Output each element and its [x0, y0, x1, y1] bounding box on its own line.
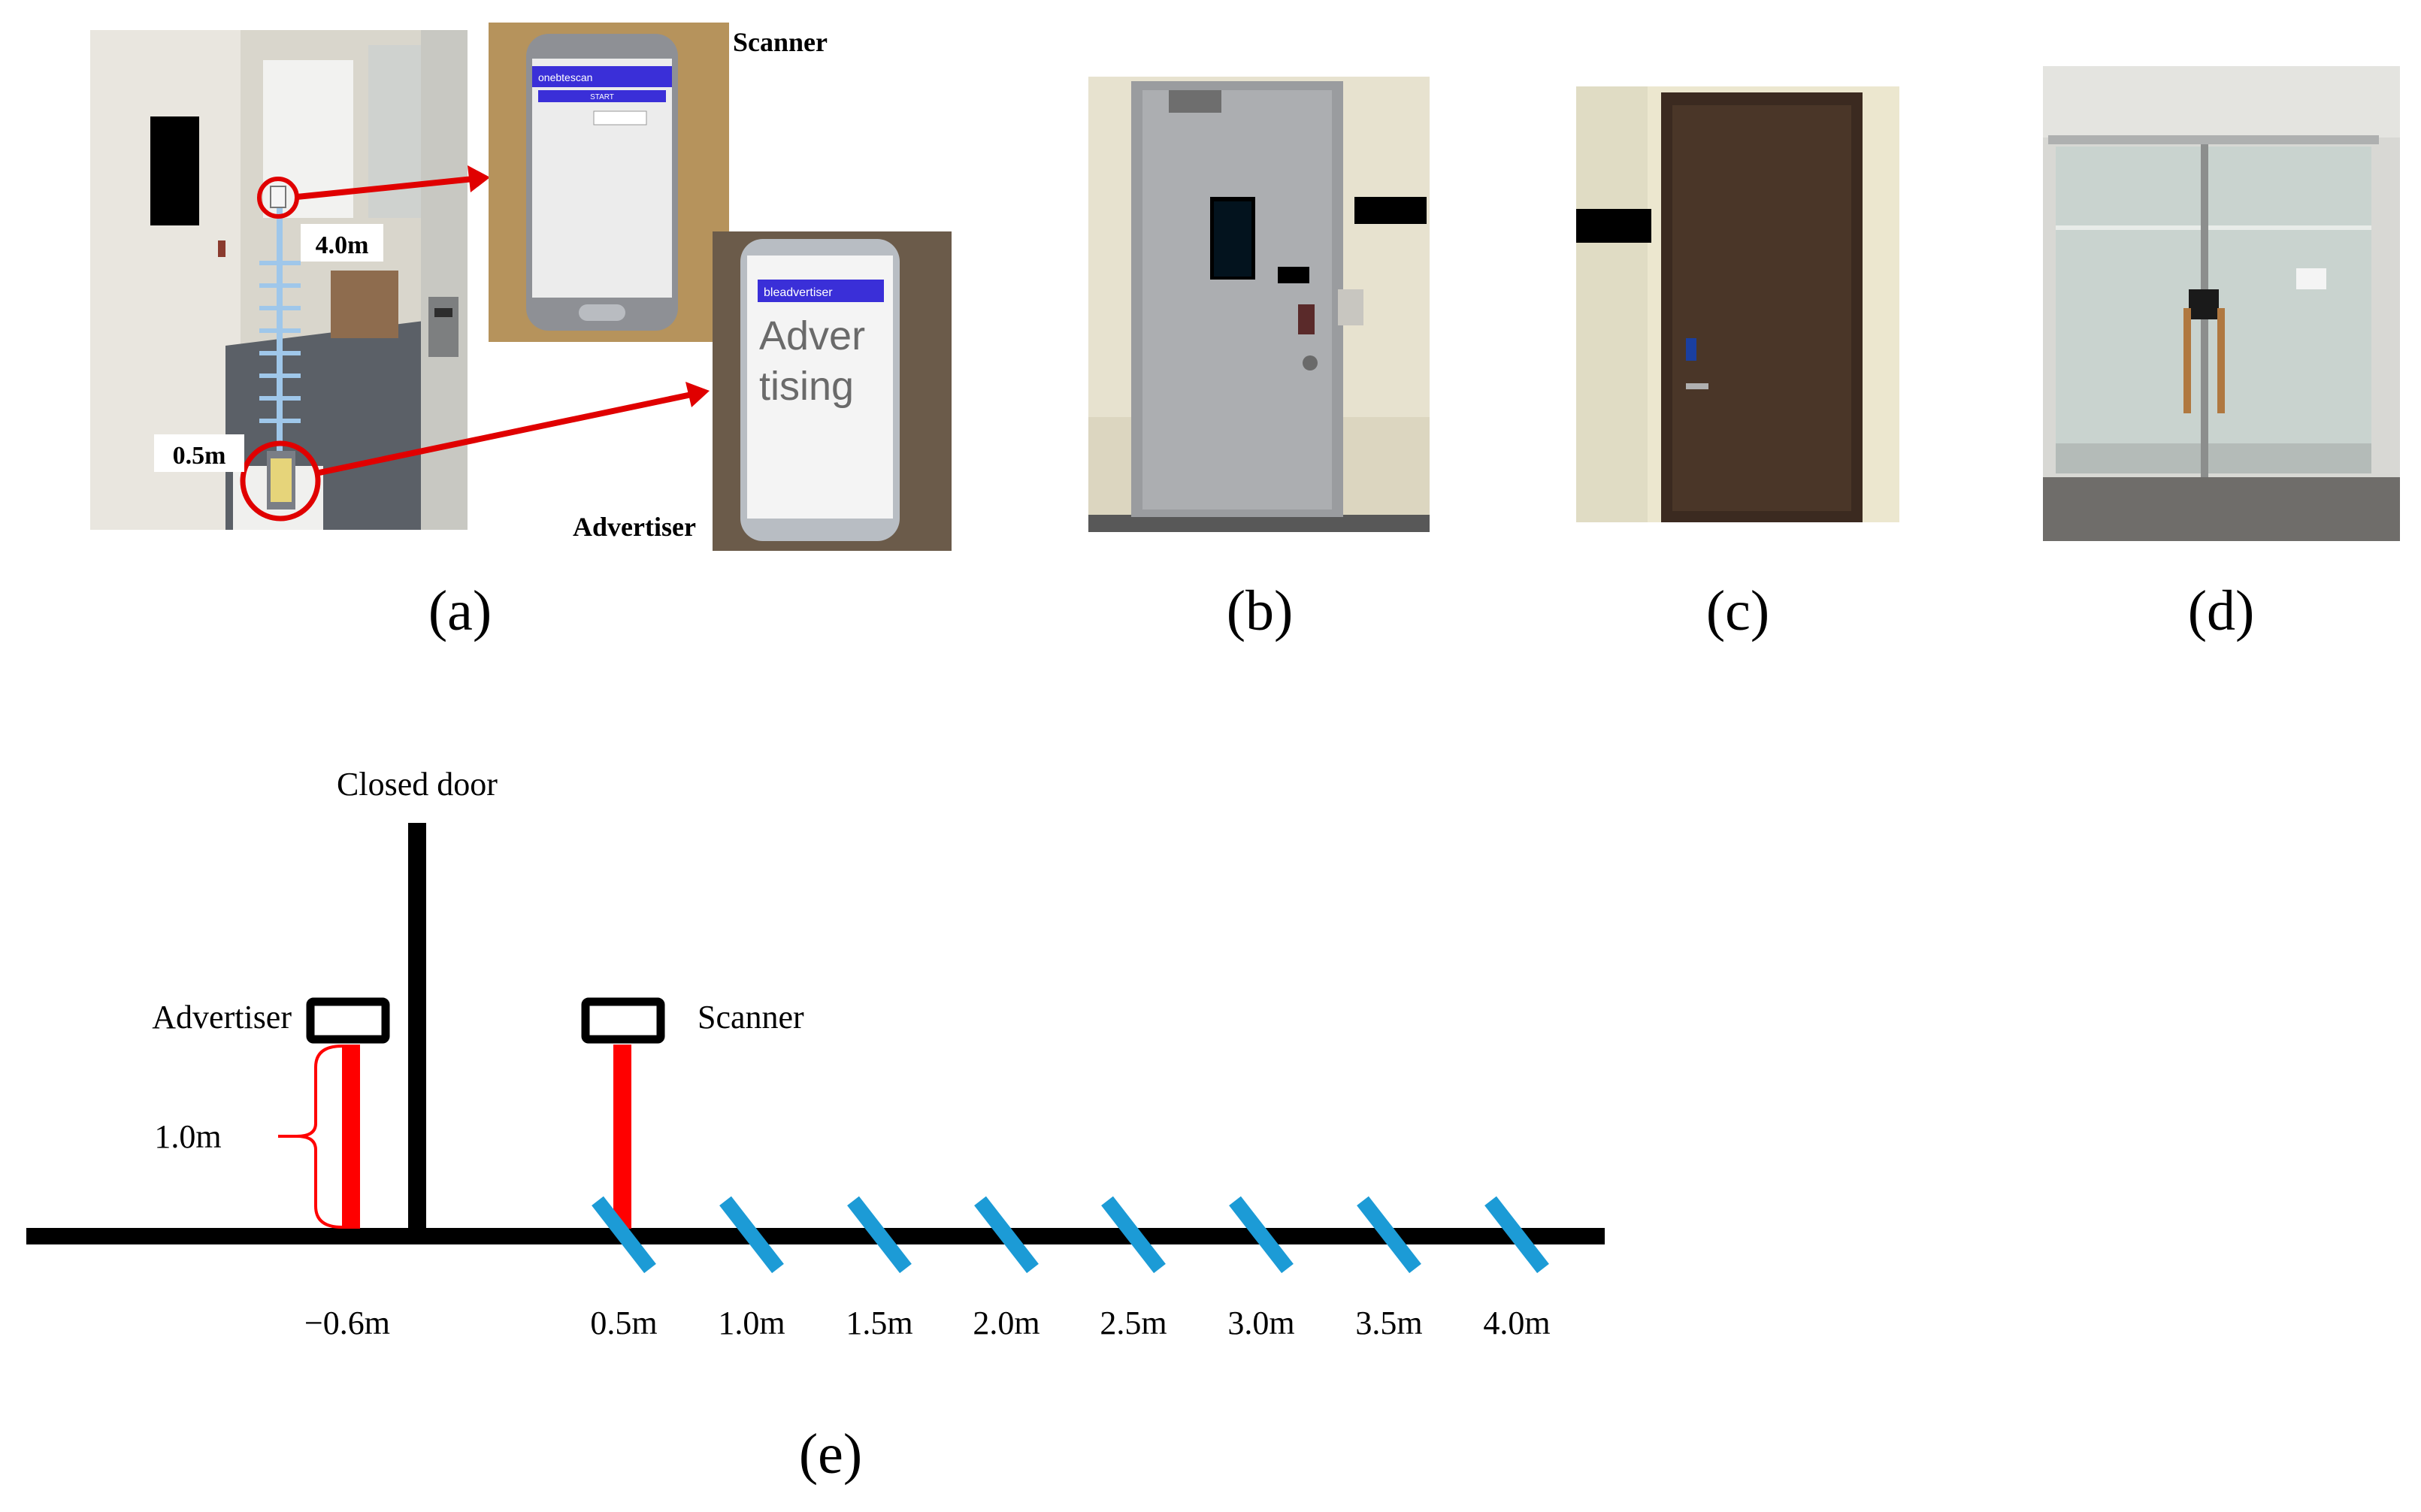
- panel-c: (c): [1576, 86, 1899, 643]
- callout-arrows: [296, 165, 710, 476]
- panel-d: (d): [2043, 66, 2400, 643]
- height-brace: [296, 1045, 343, 1229]
- advertiser-phone-photo: bleadvertiser Adver tising: [713, 231, 952, 551]
- height-label: 1.0m: [154, 1118, 221, 1155]
- scanner-stand: [613, 1045, 631, 1229]
- panel-b: (b): [1088, 77, 1430, 643]
- position-markers: [592, 1196, 1549, 1274]
- advertiser-label: Advertiser: [152, 999, 292, 1036]
- ground-line: [26, 1228, 1605, 1244]
- gray-door-photo: [1088, 77, 1430, 532]
- advertiser-stand: [342, 1045, 360, 1229]
- panel-label-c: (c): [1706, 579, 1769, 643]
- panel-label-d: (d): [2188, 579, 2255, 643]
- panel-e-schematic: Closed door Advertiser 1.0m Scanner −0.6…: [26, 766, 1605, 1486]
- scanner-highlight-circle: [257, 177, 299, 219]
- scanner-phone-photo: onebtescan START: [489, 23, 729, 342]
- panel-a: 4.0m 0.5m onebtescan START Scanner: [90, 23, 952, 643]
- position-label: 0.5m: [590, 1305, 657, 1341]
- advertiser-photo-label: Advertiser: [573, 512, 696, 542]
- position-marker: [847, 1196, 912, 1274]
- glass-door-photo: [2043, 66, 2400, 541]
- position-label: 4.0m: [1483, 1305, 1550, 1341]
- advertiser-app-title: bleadvertiser: [764, 286, 833, 299]
- scanner-label: Scanner: [698, 999, 804, 1036]
- position-label: 2.5m: [1100, 1305, 1167, 1341]
- advertiser-highlight-circle: [240, 440, 321, 522]
- panel-label-e: (e): [799, 1423, 862, 1486]
- advertiser-screen-text-2: tising: [759, 364, 854, 409]
- position-label: 3.5m: [1355, 1305, 1422, 1341]
- near-distance-label: 0.5m: [173, 442, 226, 470]
- position-label: 1.5m: [846, 1305, 912, 1341]
- position-marker: [974, 1196, 1039, 1274]
- position-label: 2.0m: [973, 1305, 1040, 1341]
- closed-door: [408, 823, 426, 1238]
- redaction-box: [1354, 197, 1427, 224]
- position-label: 1.0m: [718, 1305, 785, 1341]
- scanner-start-button: START: [590, 93, 614, 101]
- advertiser-screen-text-1: Adver: [759, 313, 865, 358]
- position-marker: [1484, 1196, 1549, 1274]
- scanner-app-title: onebtescan: [538, 71, 592, 83]
- position-marker: [1101, 1196, 1166, 1274]
- position-label: 3.0m: [1227, 1305, 1294, 1341]
- redaction-box: [1576, 209, 1651, 243]
- advertiser-position-label: −0.6m: [304, 1305, 390, 1341]
- position-marker: [719, 1196, 784, 1274]
- position-marker: [1357, 1196, 1421, 1274]
- wood-door-photo: [1576, 86, 1899, 522]
- panel-label-a: (a): [428, 579, 492, 643]
- position-marker: [1229, 1196, 1294, 1274]
- scanner-photo-label: Scanner: [733, 27, 828, 57]
- far-distance-label: 4.0m: [316, 231, 369, 259]
- far-distance-box: [301, 224, 383, 262]
- tape-ticks: [259, 261, 301, 423]
- closed-door-label: Closed door: [337, 766, 498, 803]
- panel-label-b: (b): [1227, 579, 1294, 643]
- position-labels: 0.5m 1.0m 1.5m 2.0m 2.5m 3.0m 3.5m 4.0m: [590, 1305, 1550, 1341]
- position-marker: [592, 1196, 656, 1274]
- redaction-box: [150, 116, 199, 225]
- corridor-photo: 4.0m 0.5m: [90, 30, 468, 530]
- near-distance-box: [154, 434, 244, 472]
